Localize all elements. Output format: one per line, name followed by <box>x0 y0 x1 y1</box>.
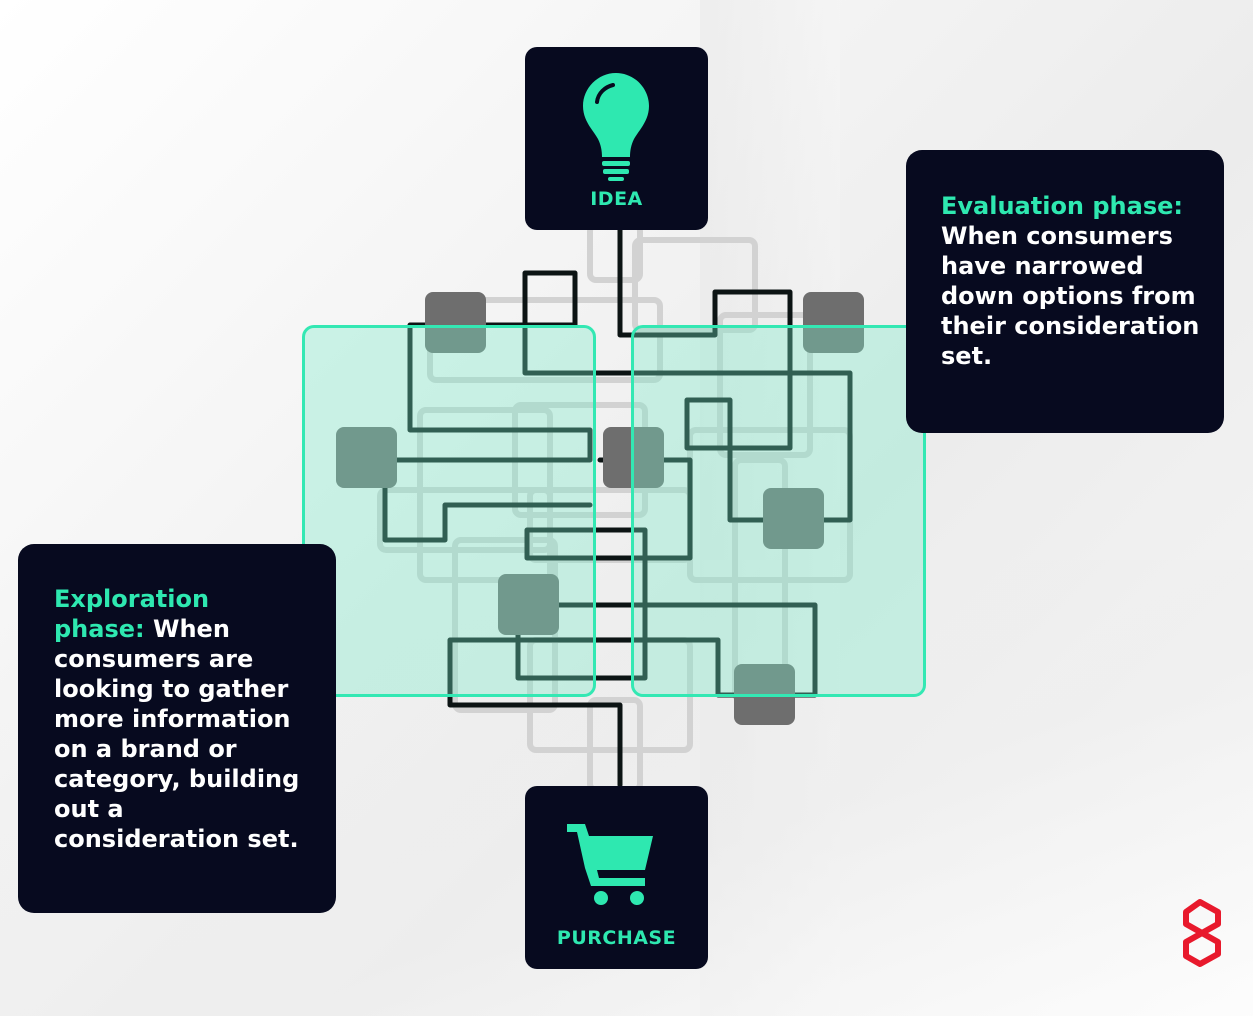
idea-label: IDEA <box>590 188 643 210</box>
checkpoint-square <box>336 427 397 488</box>
brand-logo-icon <box>1183 899 1221 967</box>
checkpoint-square <box>803 292 864 353</box>
lightbulb-icon <box>583 73 649 181</box>
exploration-phase-body: When consumers are looking to gather mor… <box>54 615 300 853</box>
purchase-label: PURCHASE <box>556 927 677 949</box>
checkpoint-square <box>498 574 559 635</box>
checkpoint-square <box>763 488 824 549</box>
exploration-phase-card: Exploration phase: When consumers are lo… <box>18 544 336 913</box>
evaluation-phase-heading: Evaluation phase: <box>941 192 1183 220</box>
evaluation-phase-card: Evaluation phase: When consumers have na… <box>906 150 1224 433</box>
idea-node: IDEA <box>525 47 708 230</box>
shopping-cart-icon <box>567 824 653 905</box>
purchase-node: PURCHASE <box>525 786 708 969</box>
exploration-phase-heading: Exploration phase: <box>54 585 210 643</box>
evaluation-zone <box>631 325 926 697</box>
exploration-zone <box>302 325 596 697</box>
evaluation-phase-body: When consumers have narrowed down option… <box>941 222 1200 370</box>
checkpoint-square <box>425 292 486 353</box>
